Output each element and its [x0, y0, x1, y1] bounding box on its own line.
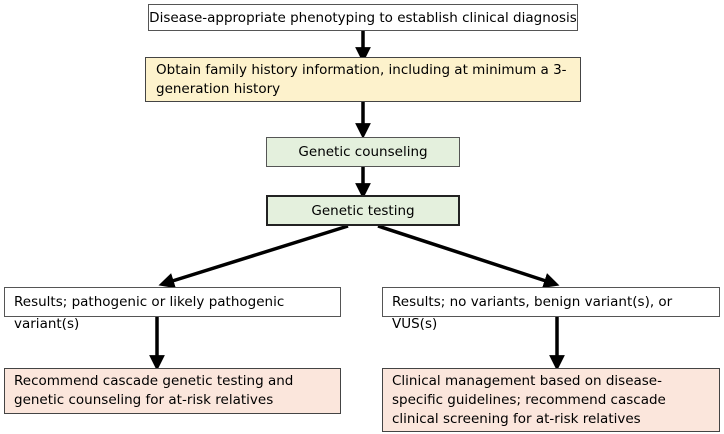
node-genetic-testing: Genetic testing — [266, 195, 460, 226]
node-results-pathogenic: Results; pathogenic or likely pathogenic… — [4, 287, 341, 332]
node-family-history: Obtain family history information, inclu… — [145, 57, 581, 102]
node-results-benign: Results; no variants, benign variant(s),… — [382, 287, 720, 332]
node-clinical-management: Clinical management based on disease-spe… — [382, 368, 720, 432]
node-cascade-genetic-testing: Recommend cascade genetic testing and ge… — [4, 368, 341, 414]
arrow-testing-to-negative — [377, 224, 560, 289]
node-phenotyping: Disease-appropriate phenotyping to estab… — [148, 4, 578, 31]
node-genetic-counseling: Genetic counseling — [266, 137, 460, 167]
arrow-testing-to-positive — [158, 224, 349, 289]
